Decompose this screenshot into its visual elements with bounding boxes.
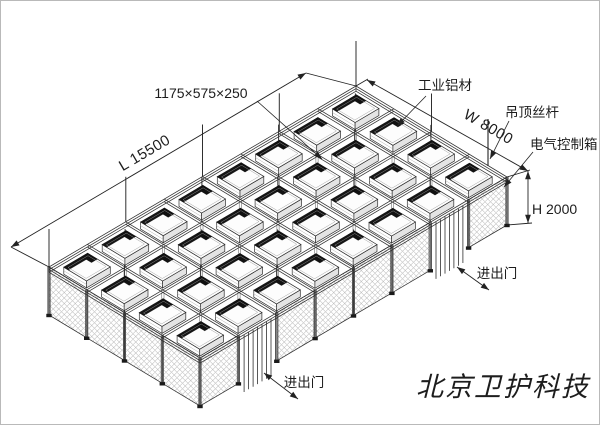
dimension-lines (10, 72, 533, 268)
control-box-label: 电气控制箱 (530, 137, 598, 152)
unit-size-leader (256, 100, 323, 160)
unit-size-label: 1175×575×250 (154, 85, 247, 101)
height-extension-line (506, 222, 533, 226)
front-door-label: 进出门 (284, 375, 325, 390)
door-direction-arrows (263, 266, 490, 400)
leader-lines (256, 95, 534, 188)
width-dimension-line (366, 79, 529, 172)
width-extension-line (506, 169, 531, 178)
front-door-arrow (263, 372, 299, 400)
aluminum-profile-label: 工业铝材 (418, 78, 472, 93)
side-door-arrow (456, 266, 490, 291)
door-strip-curtains (243, 206, 464, 392)
ceiling-rod-label: 吊顶丝杆 (505, 105, 559, 120)
ceiling-rod-leader (489, 120, 510, 160)
width-extension-line (355, 78, 369, 87)
side-door-label: 进出门 (477, 266, 518, 281)
company-watermark: 北京卫护科技 (416, 372, 591, 402)
length-dimension-line (10, 72, 307, 248)
control-box-leader (503, 151, 534, 188)
length-extension-line (10, 246, 50, 268)
length-extension-line (305, 72, 357, 87)
height-dimension-label: H 2000 (532, 201, 577, 217)
aluminum-profile-leader (396, 95, 427, 127)
